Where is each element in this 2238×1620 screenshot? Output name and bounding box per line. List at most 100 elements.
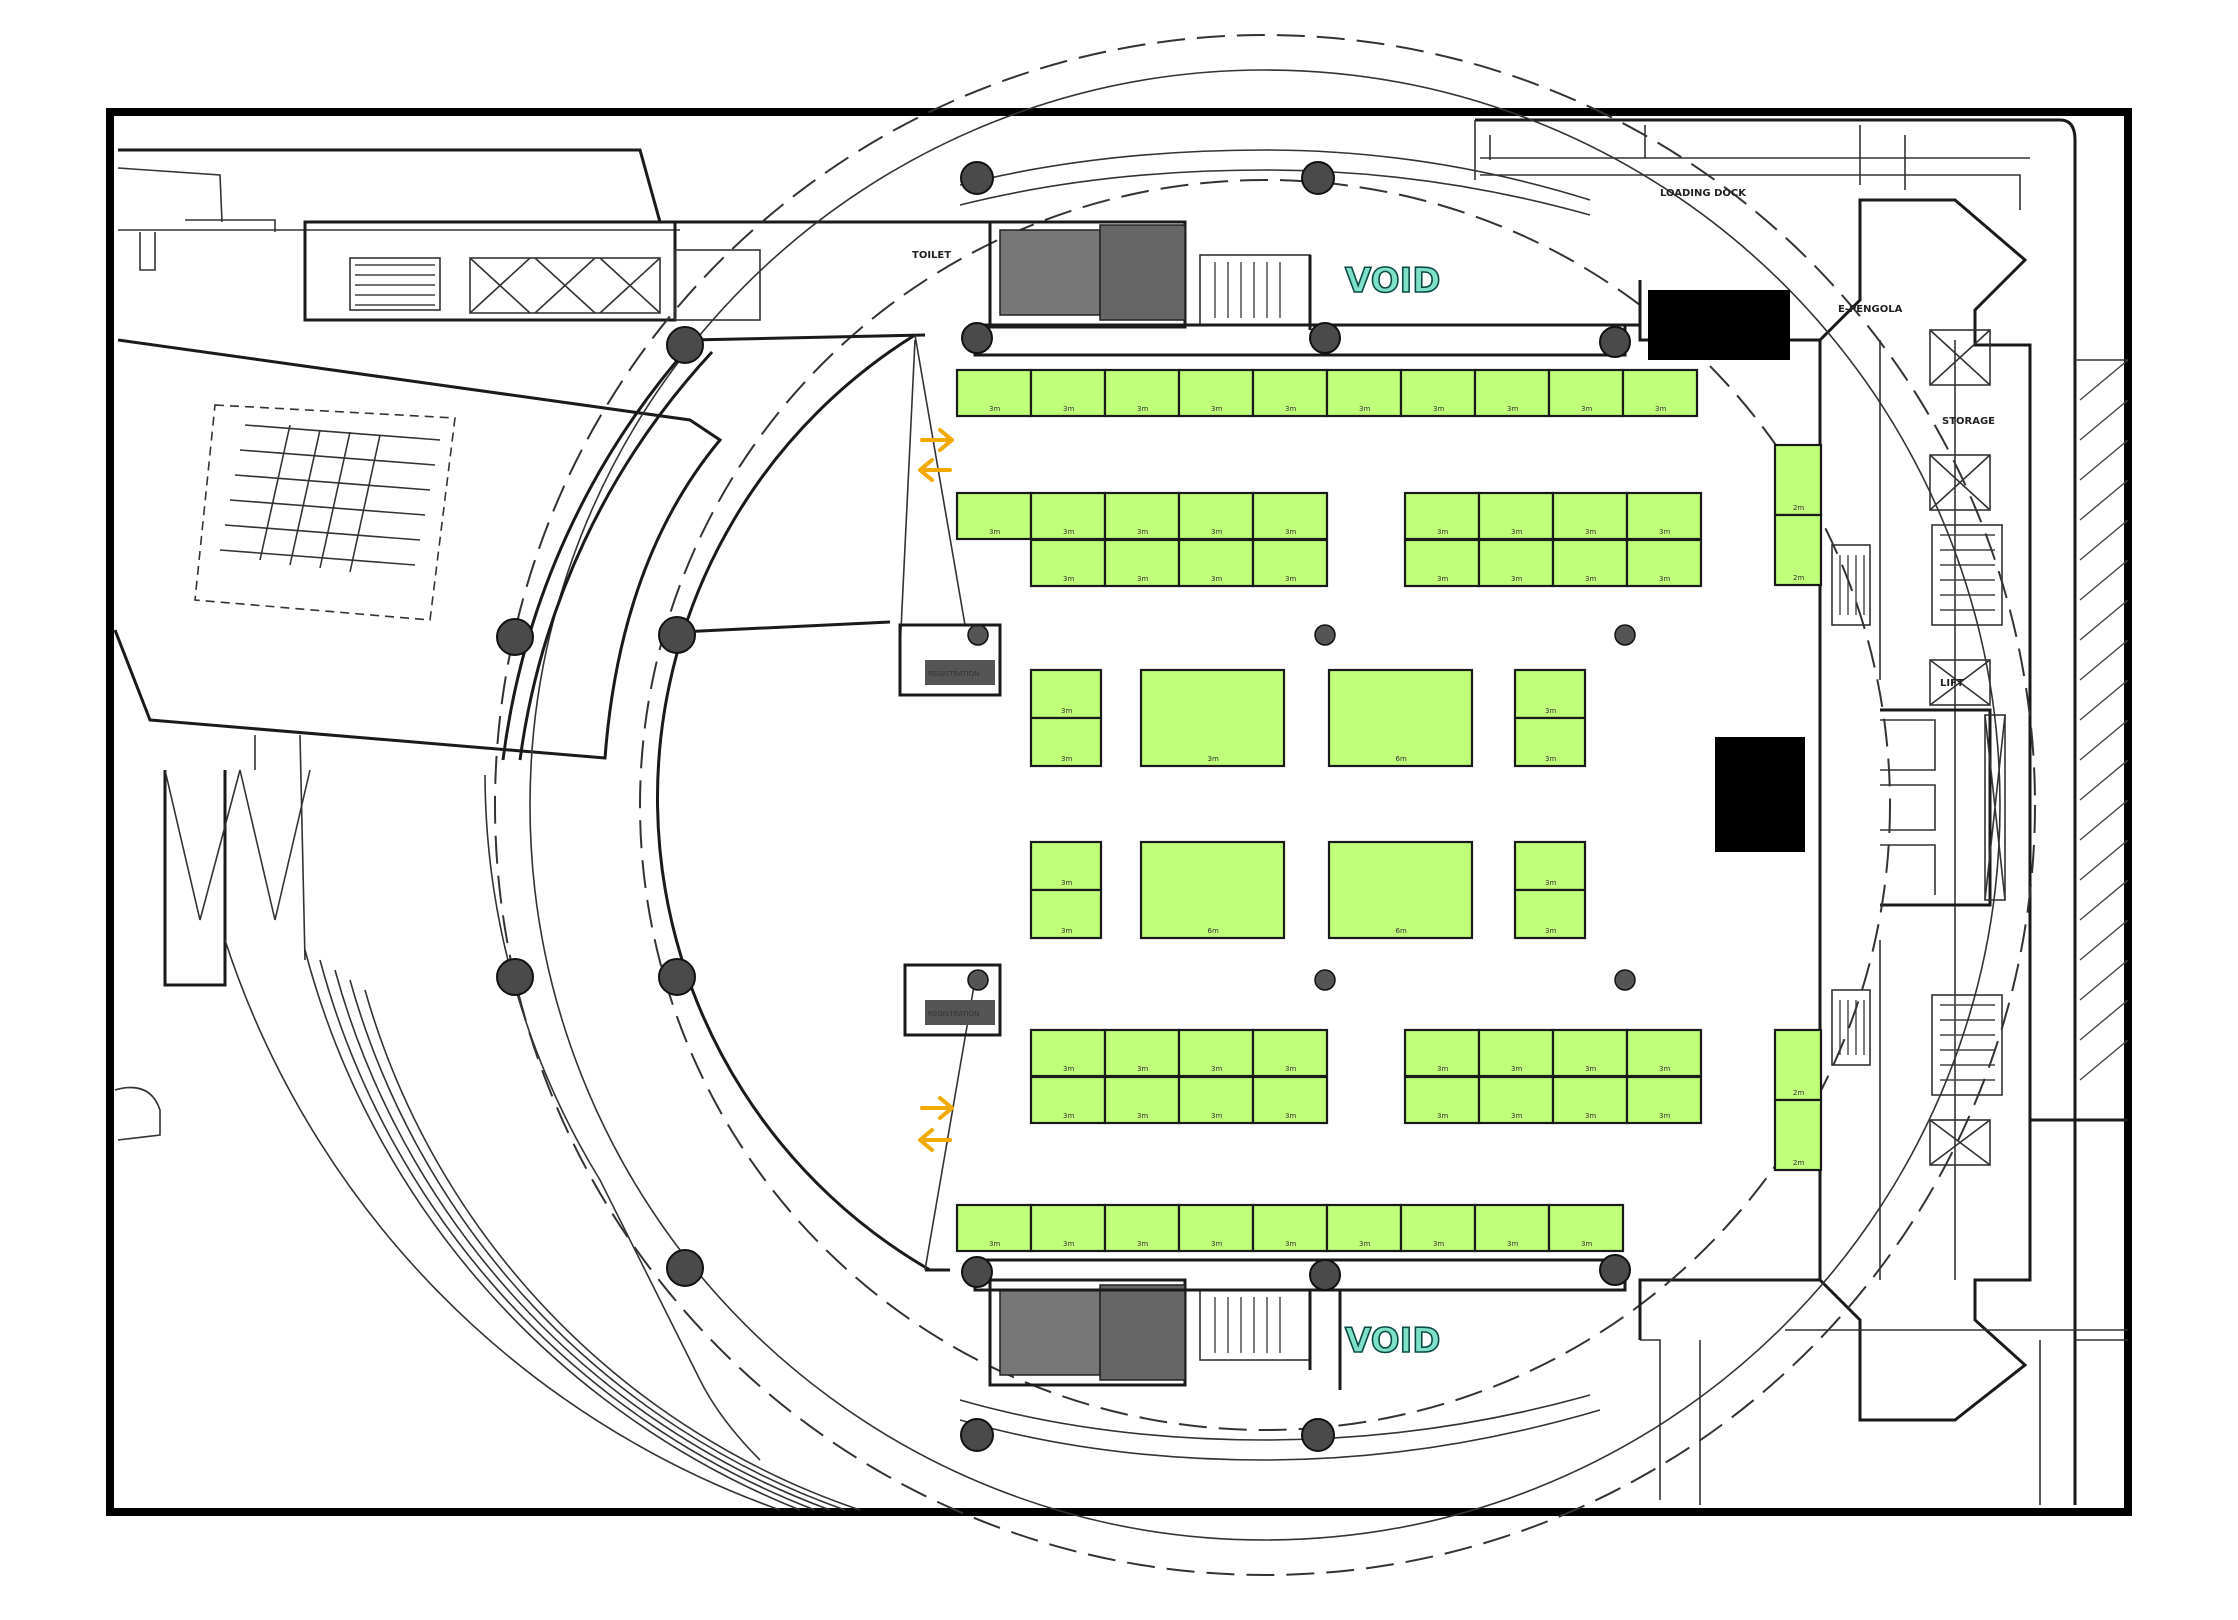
booth-59[interactable]: 3m: [1177, 1203, 1255, 1253]
booth-47[interactable]: 3m: [1251, 1075, 1329, 1125]
booth-13[interactable]: 3m: [1103, 491, 1181, 541]
booth-61[interactable]: 3m: [1325, 1203, 1403, 1253]
booth-size-label: 3m: [989, 405, 1000, 413]
booth-56[interactable]: 3m: [955, 1203, 1033, 1253]
booth-55[interactable]: 3m: [1625, 1075, 1703, 1125]
booth-39[interactable]: 6m: [1327, 840, 1474, 940]
booth-58[interactable]: 3m: [1103, 1203, 1181, 1253]
booth-10[interactable]: 3m: [1621, 368, 1699, 418]
booth-22[interactable]: 3m: [1551, 491, 1629, 541]
booth-size-label: 3m: [1581, 405, 1592, 413]
booth-42[interactable]: 3m: [1177, 1028, 1255, 1078]
rotunda-rings: [224, 34, 2036, 1576]
booth-3[interactable]: 3m: [1103, 368, 1181, 418]
booth-41[interactable]: 3m: [1103, 1028, 1181, 1078]
booth-size-label: 3m: [1545, 707, 1556, 715]
plan-frame: [106, 108, 2132, 1516]
booth-size-label: 3m: [1507, 405, 1518, 413]
toilet-label: TOILET: [912, 250, 951, 261]
booth-7[interactable]: 3m: [1399, 368, 1477, 418]
booth-28[interactable]: 3m: [1029, 668, 1103, 720]
booth-66[interactable]: 2m: [1773, 513, 1823, 587]
booth-52[interactable]: 3m: [1403, 1075, 1481, 1125]
booth-21[interactable]: 3m: [1477, 491, 1555, 541]
booth-49[interactable]: 3m: [1477, 1028, 1555, 1078]
booth-68[interactable]: 2m: [1773, 1098, 1823, 1172]
booth-29[interactable]: 3m: [1029, 716, 1103, 768]
service-cores: [973, 220, 1642, 1390]
booth-26[interactable]: 3m: [1551, 538, 1629, 588]
booth-size-label: 3m: [1507, 1240, 1518, 1248]
arrow-right-icon: [920, 1096, 954, 1120]
booth-8[interactable]: 3m: [1473, 368, 1551, 418]
booth-size-label: 3m: [1511, 528, 1522, 536]
booth-18[interactable]: 3m: [1177, 538, 1255, 588]
architecture: [113, 118, 2129, 1505]
booth-24[interactable]: 3m: [1403, 538, 1481, 588]
booth-53[interactable]: 3m: [1477, 1075, 1555, 1125]
booth-51[interactable]: 3m: [1625, 1028, 1703, 1078]
booth-size-label: 3m: [1211, 528, 1222, 536]
booth-32[interactable]: 3m: [1029, 840, 1103, 892]
booth-size-label: 3m: [1285, 1240, 1296, 1248]
booth-33[interactable]: 3m: [1029, 888, 1103, 940]
booth-19[interactable]: 3m: [1251, 538, 1329, 588]
booth-40[interactable]: 3m: [1029, 1028, 1107, 1078]
booth-63[interactable]: 3m: [1473, 1203, 1551, 1253]
booth-67[interactable]: 2m: [1773, 1028, 1823, 1102]
booth-size-label: 3m: [1437, 1112, 1448, 1120]
booth-size-label: 2m: [1793, 1089, 1804, 1097]
booth-37[interactable]: 6m: [1327, 668, 1474, 768]
booth-45[interactable]: 3m: [1103, 1075, 1181, 1125]
booth-46[interactable]: 3m: [1177, 1075, 1255, 1125]
booth-60[interactable]: 3m: [1251, 1203, 1329, 1253]
booth-size-label: 3m: [1511, 575, 1522, 583]
booth-15[interactable]: 3m: [1251, 491, 1329, 541]
booth-54[interactable]: 3m: [1551, 1075, 1629, 1125]
booth-30[interactable]: 3m: [1513, 668, 1587, 720]
booth-16[interactable]: 3m: [1029, 538, 1107, 588]
booth-44[interactable]: 3m: [1029, 1075, 1107, 1125]
booth-size-label: 3m: [1285, 575, 1296, 583]
booth-48[interactable]: 3m: [1403, 1028, 1481, 1078]
booth-size-label: 3m: [1211, 1065, 1222, 1073]
booth-size-label: 3m: [1211, 405, 1222, 413]
booth-size-label: 3m: [1285, 528, 1296, 536]
columns: [496, 161, 1636, 1452]
booth-25[interactable]: 3m: [1477, 538, 1555, 588]
booth-20[interactable]: 3m: [1403, 491, 1481, 541]
booth-size-label: 3m: [1437, 1065, 1448, 1073]
booth-size-label: 3m: [1585, 1112, 1596, 1120]
booth-62[interactable]: 3m: [1399, 1203, 1477, 1253]
booth-65[interactable]: 2m: [1773, 443, 1823, 517]
booth-4[interactable]: 3m: [1177, 368, 1255, 418]
booth-35[interactable]: 3m: [1513, 888, 1587, 940]
booth-9[interactable]: 3m: [1547, 368, 1625, 418]
booth-size-label: 6m: [1396, 927, 1407, 935]
booth-size-label: 3m: [1211, 1112, 1222, 1120]
booth-size-label: 3m: [1433, 405, 1444, 413]
booth-2[interactable]: 3m: [1029, 368, 1107, 418]
booth-11[interactable]: 3m: [955, 491, 1033, 541]
booth-36[interactable]: 3m: [1139, 668, 1286, 768]
booth-6[interactable]: 3m: [1325, 368, 1403, 418]
booth-size-label: 3m: [1437, 575, 1448, 583]
booth-57[interactable]: 3m: [1029, 1203, 1107, 1253]
booth-31[interactable]: 3m: [1513, 716, 1587, 768]
booth-27[interactable]: 3m: [1625, 538, 1703, 588]
loading-dock-label: LOADING DOCK: [1660, 188, 1747, 199]
booth-38[interactable]: 6m: [1139, 840, 1286, 940]
booth-34[interactable]: 3m: [1513, 840, 1587, 892]
booth-50[interactable]: 3m: [1551, 1028, 1629, 1078]
booth-1[interactable]: 3m: [955, 368, 1033, 418]
booth-17[interactable]: 3m: [1103, 538, 1181, 588]
booth-23[interactable]: 3m: [1625, 491, 1703, 541]
booth-43[interactable]: 3m: [1251, 1028, 1329, 1078]
booth-64[interactable]: 3m: [1547, 1203, 1625, 1253]
booth-14[interactable]: 3m: [1177, 491, 1255, 541]
booth-5[interactable]: 3m: [1251, 368, 1329, 418]
booth-size-label: 2m: [1793, 574, 1804, 582]
booth-12[interactable]: 3m: [1029, 491, 1107, 541]
